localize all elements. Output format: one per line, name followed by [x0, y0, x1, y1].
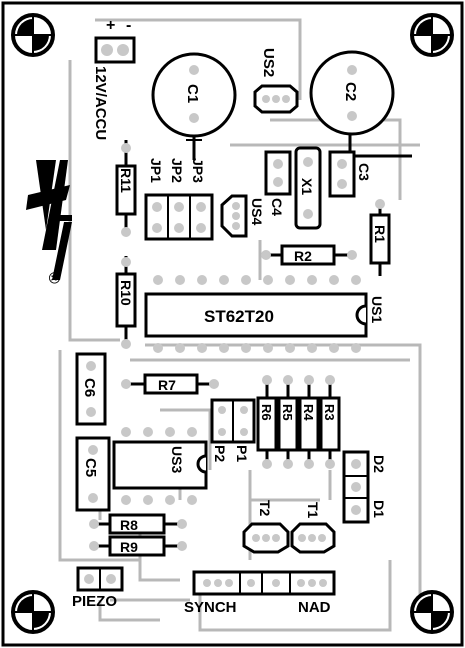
registered-mark: ®	[45, 272, 62, 284]
resistor-r8: R8	[89, 513, 187, 535]
c4-label: C4	[269, 198, 285, 216]
t2-label: T2	[257, 500, 273, 517]
r9-label: R9	[120, 539, 138, 555]
resistor-r5: R5	[277, 375, 299, 469]
ic-us3: US3	[112, 427, 208, 505]
us1-bottom-pins	[153, 343, 361, 353]
nad-label: NAD	[298, 599, 331, 616]
r10-label: R10	[118, 280, 134, 306]
piezo-label: PIEZO	[72, 593, 117, 610]
capacitor-c5: C5	[75, 436, 111, 512]
power-connector: + - 12V/ACCU	[92, 17, 136, 140]
r5-label: R5	[280, 404, 295, 421]
us3-label: US3	[169, 446, 185, 473]
p1-label: P1	[234, 445, 250, 462]
avt-logo: ®	[26, 160, 72, 284]
jp2-label: JP2	[169, 158, 185, 183]
c5-label: C5	[82, 458, 99, 477]
r2-label: R2	[294, 248, 312, 264]
resistor-r1: R1	[369, 199, 391, 276]
d1-label: D1	[371, 500, 387, 518]
resistor-r3: R3	[319, 375, 341, 469]
mounting-holes	[11, 13, 454, 634]
resistor-r11: R11	[115, 140, 137, 237]
transistor-t1: T1	[290, 502, 336, 554]
p2-label: P2	[212, 445, 228, 462]
r7-label: R7	[158, 377, 176, 393]
r3-label: R3	[322, 404, 337, 421]
diode-block: D2 D1	[342, 450, 387, 524]
sensor-us4: US4	[220, 194, 265, 238]
capacitor-c6: C6	[75, 352, 107, 426]
jp3-label: JP3	[190, 158, 206, 183]
crystal-x1: X1	[294, 146, 322, 230]
resistor-r2: R2	[261, 244, 357, 266]
r8-label: R8	[120, 517, 138, 533]
c1-label: C1	[184, 84, 201, 103]
resistor-r6: R6	[256, 375, 278, 469]
resistor-r4: R4	[298, 375, 320, 469]
resistor-r9: R9	[89, 535, 187, 557]
mounting-hole-top-left	[11, 13, 55, 57]
d2-label: D2	[371, 455, 387, 473]
t1-label: T1	[305, 502, 321, 519]
copper-traces	[58, 18, 422, 632]
synch-label: SYNCH	[184, 599, 237, 616]
capacitor-c3: C3	[328, 150, 412, 198]
r6-label: R6	[259, 404, 274, 421]
minus-label: -	[126, 17, 131, 34]
resistor-r10: R10	[115, 256, 137, 349]
jumper-block: JP1 JP2 JP3	[144, 158, 214, 241]
mounting-hole-top-right	[410, 13, 454, 57]
x1-label: X1	[299, 178, 315, 195]
capacitor-c1: C1	[151, 52, 237, 160]
r4-label: R4	[301, 404, 316, 421]
potentiometer-p2: P2 P1	[210, 398, 256, 462]
mcu-label: ST62T20	[204, 307, 274, 326]
us2-label: US2	[260, 48, 277, 77]
capacitor-c4: C4	[264, 150, 292, 216]
us1-top-pins	[153, 275, 361, 285]
mounting-hole-bottom-right	[410, 590, 454, 634]
piezo-connector: PIEZO	[72, 566, 124, 610]
transistor-t2: T2	[242, 500, 290, 554]
output-connectors: SYNCH NAD	[184, 570, 336, 616]
r11-label: R11	[118, 168, 134, 193]
us4-label: US4	[249, 198, 265, 225]
regulator-us2: US2	[253, 48, 299, 114]
plus-label: +	[106, 17, 115, 34]
resistor-r7: R7	[121, 373, 219, 395]
capacitor-c2: C2	[309, 50, 395, 155]
resistor-array: R6 R5 R4 R3	[256, 375, 341, 469]
jp1-label: JP1	[148, 158, 164, 183]
mounting-hole-bottom-left	[11, 590, 55, 634]
c3-label: C3	[356, 163, 372, 181]
r1-label: R1	[372, 225, 388, 243]
microcontroller-us1: ST62T20 US1	[144, 275, 385, 353]
c6-label: C6	[81, 378, 98, 397]
power-label: 12V/ACCU	[92, 66, 109, 140]
c2-label: C2	[342, 82, 359, 101]
us1-label: US1	[369, 296, 385, 323]
